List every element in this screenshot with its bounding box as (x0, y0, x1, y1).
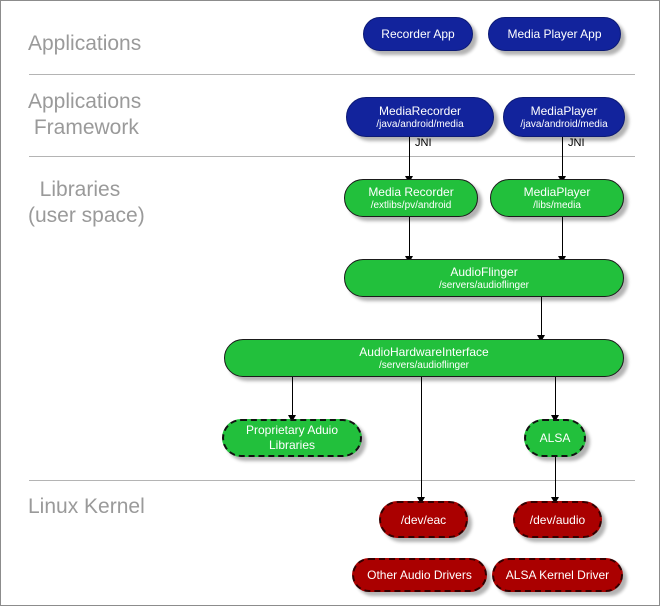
node-media-recorder-library-title: Media Recorder (368, 184, 454, 199)
node-recorder-app-title: Recorder App (381, 27, 455, 41)
node-dev-eac-title: /dev/eac (400, 512, 447, 527)
connector-alsa-dev-audio (555, 457, 556, 502)
connector-mediarecorder-audioflinger (409, 217, 410, 261)
node-alsa[interactable]: ALSA (524, 419, 586, 457)
node-audioflinger-title: AudioFlinger (450, 264, 518, 279)
node-audiohardwareinterface-path: /servers/audioflinger (378, 359, 470, 371)
node-mediarecorder-framework-path: /java/android/media (376, 118, 464, 130)
node-audioflinger[interactable]: AudioFlinger /servers/audioflinger (344, 259, 624, 297)
node-media-recorder-library-path: /extlibs/pv/android (370, 199, 452, 211)
node-media-recorder-library[interactable]: Media Recorder /extlibs/pv/android (344, 179, 478, 217)
node-dev-audio[interactable]: /dev/audio (513, 501, 602, 538)
connector-label-jni-left: JNI (415, 137, 432, 149)
layer-label-applications: Applications (28, 32, 142, 55)
connector-ahi-dev-eac (421, 376, 422, 502)
connector-ahi-alsa (555, 376, 556, 421)
node-proprietary-audio-libraries-subtitle: Libraries (268, 438, 316, 452)
node-mediaplayer-library-title: MediaPlayer (523, 184, 591, 199)
node-media-player-app[interactable]: Media Player App (488, 17, 621, 51)
node-mediaplayer-framework[interactable]: MediaPlayer /java/android/media (503, 97, 625, 137)
node-other-audio-drivers[interactable]: Other Audio Drivers (352, 558, 487, 592)
node-mediaplayer-library-path: /libs/media (533, 199, 581, 211)
divider-kernel (29, 480, 635, 481)
node-dev-audio-title: /dev/audio (529, 512, 586, 527)
connector-mediarecorder-jni (409, 137, 410, 180)
node-media-player-app-title: Media Player App (507, 27, 602, 41)
node-mediarecorder-framework-title: MediaRecorder (378, 103, 462, 118)
node-mediaplayer-library[interactable]: MediaPlayer /libs/media (490, 179, 624, 217)
node-proprietary-audio-libraries[interactable]: Proprietary Aduio Libraries (222, 419, 362, 457)
node-audiohardwareinterface[interactable]: AudioHardwareInterface /servers/audiofli… (224, 339, 624, 377)
node-recorder-app[interactable]: Recorder App (363, 17, 473, 51)
connector-audioflinger-audiohardwareinterface (541, 297, 542, 341)
connector-mediaplayer-audioflinger (562, 217, 563, 261)
node-mediaplayer-framework-path: /java/android/media (520, 118, 608, 130)
node-other-audio-drivers-title: Other Audio Drivers (367, 568, 472, 582)
node-proprietary-audio-libraries-title: Proprietary Aduio (245, 423, 339, 437)
node-audiohardwareinterface-title: AudioHardwareInterface (359, 344, 489, 359)
node-mediaplayer-framework-title: MediaPlayer (530, 103, 598, 118)
node-alsa-kernel-driver[interactable]: ALSA Kernel Driver (492, 558, 623, 592)
connector-label-jni-right: JNI (568, 137, 585, 149)
node-alsa-kernel-driver-title: ALSA Kernel Driver (505, 568, 610, 582)
divider-framework (29, 156, 635, 157)
connector-ahi-proprietary (292, 376, 293, 421)
layer-label-linux-kernel: Linux Kernel (28, 495, 145, 518)
node-audioflinger-path: /servers/audioflinger (438, 279, 530, 291)
layer-label-libraries: Libraries (user space) (28, 178, 145, 227)
node-dev-eac[interactable]: /dev/eac (379, 501, 468, 538)
node-alsa-title: ALSA (539, 431, 571, 445)
node-mediarecorder-framework[interactable]: MediaRecorder /java/android/media (346, 97, 494, 137)
divider-applications (29, 74, 635, 75)
layer-label-applications-framework: Applications Framework (28, 90, 142, 139)
connector-mediaplayer-jni (562, 137, 563, 180)
